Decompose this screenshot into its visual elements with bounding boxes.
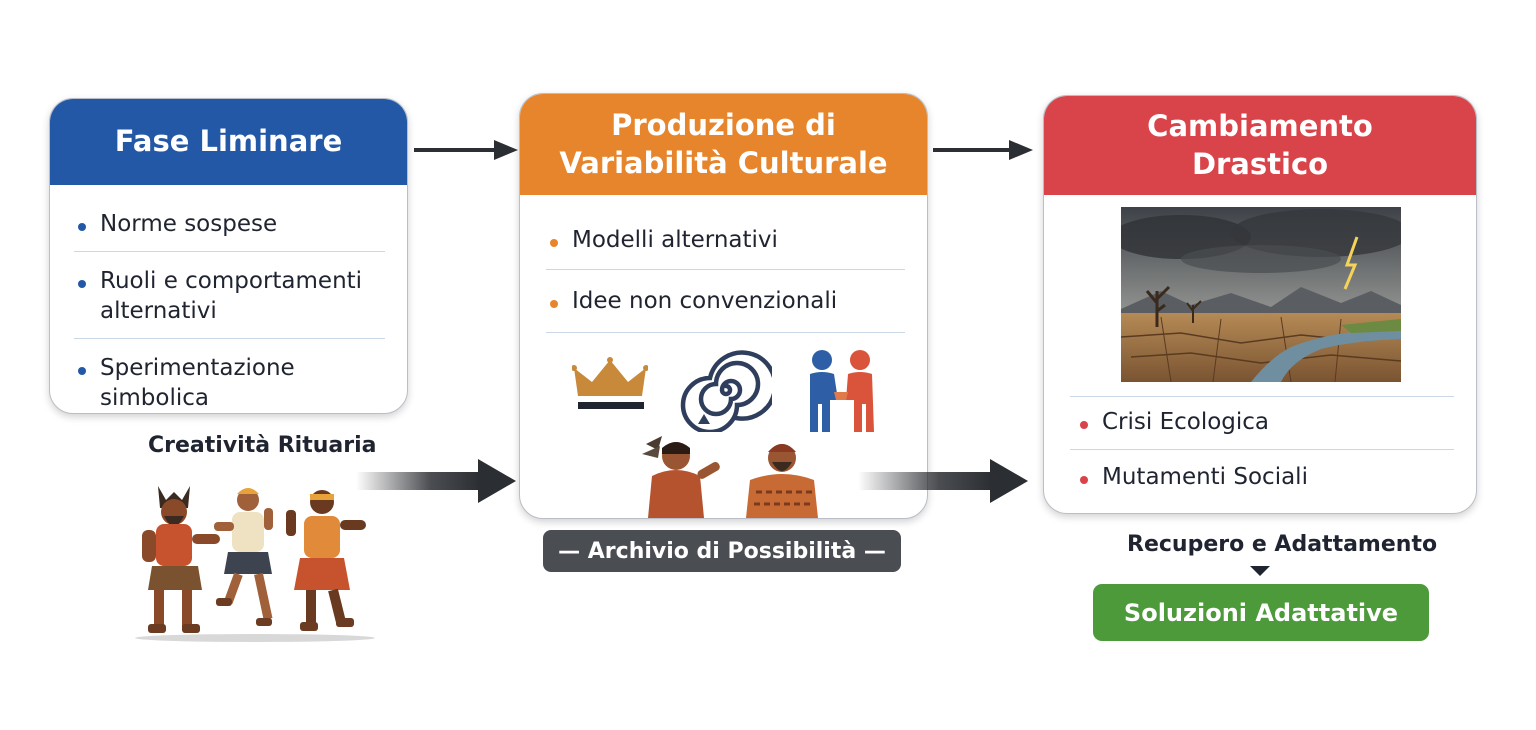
list-item: Norme sospese xyxy=(74,193,385,252)
card-variability-title-line1: Produzione di xyxy=(611,108,836,143)
card-liminal-title: Fase Liminare xyxy=(50,99,407,185)
card-change-title-line1: Cambiamento xyxy=(1147,109,1373,144)
card-variability-title: Produzione di Variabilità Culturale xyxy=(520,94,927,195)
card-variability-title-line2: Variabilità Culturale xyxy=(559,145,888,180)
down-arrow-icon xyxy=(1250,566,1270,576)
archive-label: — Archivio di Possibilità — xyxy=(558,538,886,564)
list-item: Sperimentazione simbolica xyxy=(74,339,385,413)
recovery-label: Recupero e Adattamento xyxy=(1127,532,1438,557)
card-change-title: Cambiamento Drastico xyxy=(1044,96,1476,195)
drought-landscape-image xyxy=(1121,207,1401,382)
bullet-icon xyxy=(550,300,558,308)
adaptive-solutions-label: Soluzioni Adattative xyxy=(1123,598,1399,627)
crown-icon xyxy=(572,357,648,409)
archive-of-possibilities: — Archivio di Possibilità — xyxy=(543,530,901,572)
dancing-people-illustration xyxy=(135,486,375,642)
list-item: Idee non convenzionali xyxy=(546,270,905,333)
ritual-creativity-caption: Creatività Rituaria xyxy=(148,433,377,458)
arrow-liminal-to-variability xyxy=(414,140,518,160)
bullet-icon xyxy=(1080,476,1088,484)
list-item: Crisi Ecologica xyxy=(1070,397,1454,450)
bullet-icon xyxy=(78,223,86,231)
spiral-icon xyxy=(680,350,772,432)
adaptive-solutions-box: Soluzioni Adattative xyxy=(1093,584,1429,641)
card-liminal-title-text: Fase Liminare xyxy=(114,124,343,159)
arrow-variability-to-change-lower xyxy=(858,459,1028,503)
handshake-people-icon xyxy=(810,350,874,432)
arrow-creativity-to-variability xyxy=(356,459,516,503)
card-change-title-line2: Drastico xyxy=(1191,146,1329,181)
list-item: Mutamenti Sociali xyxy=(1070,450,1454,502)
card-cultural-variability: Produzione di Variabilità Culturale Mode… xyxy=(519,93,928,519)
card-liminal-phase: Fase Liminare Norme sospese Ruoli e comp… xyxy=(49,98,408,414)
bullet-icon xyxy=(78,280,86,288)
talking-people-illustration xyxy=(642,436,818,518)
list-item: Modelli alternativi xyxy=(546,209,905,270)
bullet-icon xyxy=(550,239,558,247)
list-item: Ruoli e comportamenti alternativi xyxy=(74,252,385,339)
card-drastic-change: Cambiamento Drastico xyxy=(1043,95,1477,514)
bullet-icon xyxy=(78,367,86,375)
bullet-icon xyxy=(1080,421,1088,429)
arrow-variability-to-change xyxy=(933,140,1033,160)
